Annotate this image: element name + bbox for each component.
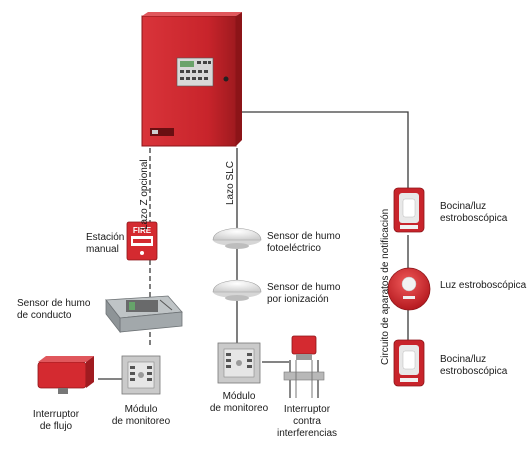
duct-smoke-detector [106, 296, 182, 332]
nac-line-top [237, 112, 408, 190]
modulo-monitoreo-centro-label: Módulo de monitoreo [207, 391, 271, 415]
panel-lcd [180, 61, 194, 67]
interruptor-interferencias-label: Interruptor contra interferencias [271, 404, 343, 440]
luz-estroboscopica-label: Luz estroboscópica [440, 280, 526, 292]
tamper-switch [284, 336, 324, 398]
lazo-z-opcional-label: Lazo Z opcional [139, 159, 151, 230]
estacion-manual-label: Estación manual [86, 232, 124, 256]
ionization-detector [213, 280, 261, 301]
sensor-fotoelectrico-label: Sensor de humo fotoeléctrico [267, 231, 340, 255]
photoelectric-detector [213, 228, 261, 249]
fire-alarm-panel [142, 12, 242, 146]
strobe-light [388, 268, 430, 310]
interruptor-flujo-label: Interruptor de flujo [26, 409, 86, 433]
panel-lock [224, 77, 229, 82]
sensor-ionizacion-label: Sensor de humo por ionización [267, 282, 340, 306]
bocina-luz-2-label: Bocina/luz estroboscópica [440, 354, 507, 378]
flow-switch [38, 356, 94, 394]
modulo-monitoreo-izq-label: Módulo de monitoreo [109, 404, 173, 428]
horn-strobe-1 [394, 188, 424, 232]
circuito-notificacion-label: Circuito de aparatos de notificación [380, 209, 392, 365]
monitor-module-center [218, 343, 260, 383]
lazo-slc-label: Lazo SLC [225, 161, 237, 205]
horn-strobe-2 [394, 340, 424, 386]
monitor-module-left [122, 356, 160, 394]
bocina-luz-1-label: Bocina/luz estroboscópica [440, 201, 507, 225]
sensor-conducto-label: Sensor de humo de conducto [17, 298, 90, 322]
